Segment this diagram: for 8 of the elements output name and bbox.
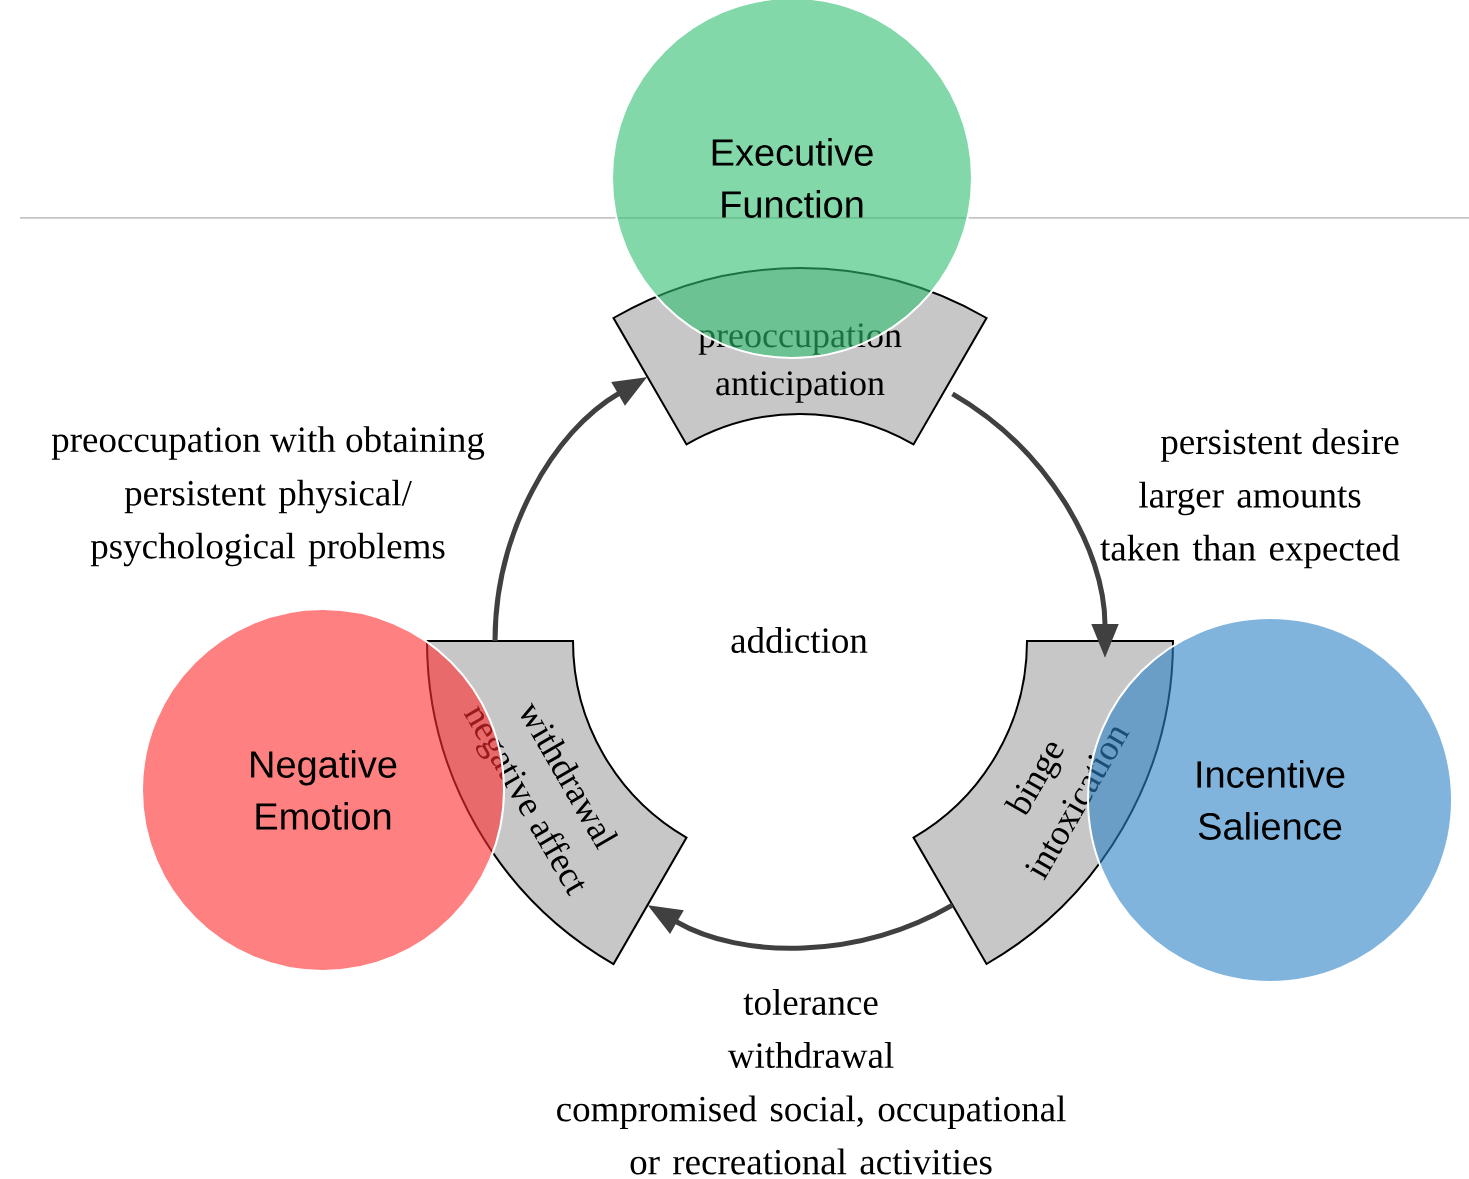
annotation: persistent physical/ psychological problems bbox=[90, 479, 445, 567]
annotation: larger amounts taken than expected bbox=[1100, 481, 1400, 569]
annotation: persistent desire bbox=[1160, 428, 1399, 462]
annotation: compromised social, occupational or recreational activities bbox=[557, 1095, 1066, 1175]
annotation: withdrawal bbox=[727, 1042, 894, 1068]
annotation: addiction bbox=[731, 627, 868, 653]
annotation: tolerance bbox=[743, 989, 878, 1015]
annotation: preoccupation with obtaining bbox=[51, 426, 485, 460]
